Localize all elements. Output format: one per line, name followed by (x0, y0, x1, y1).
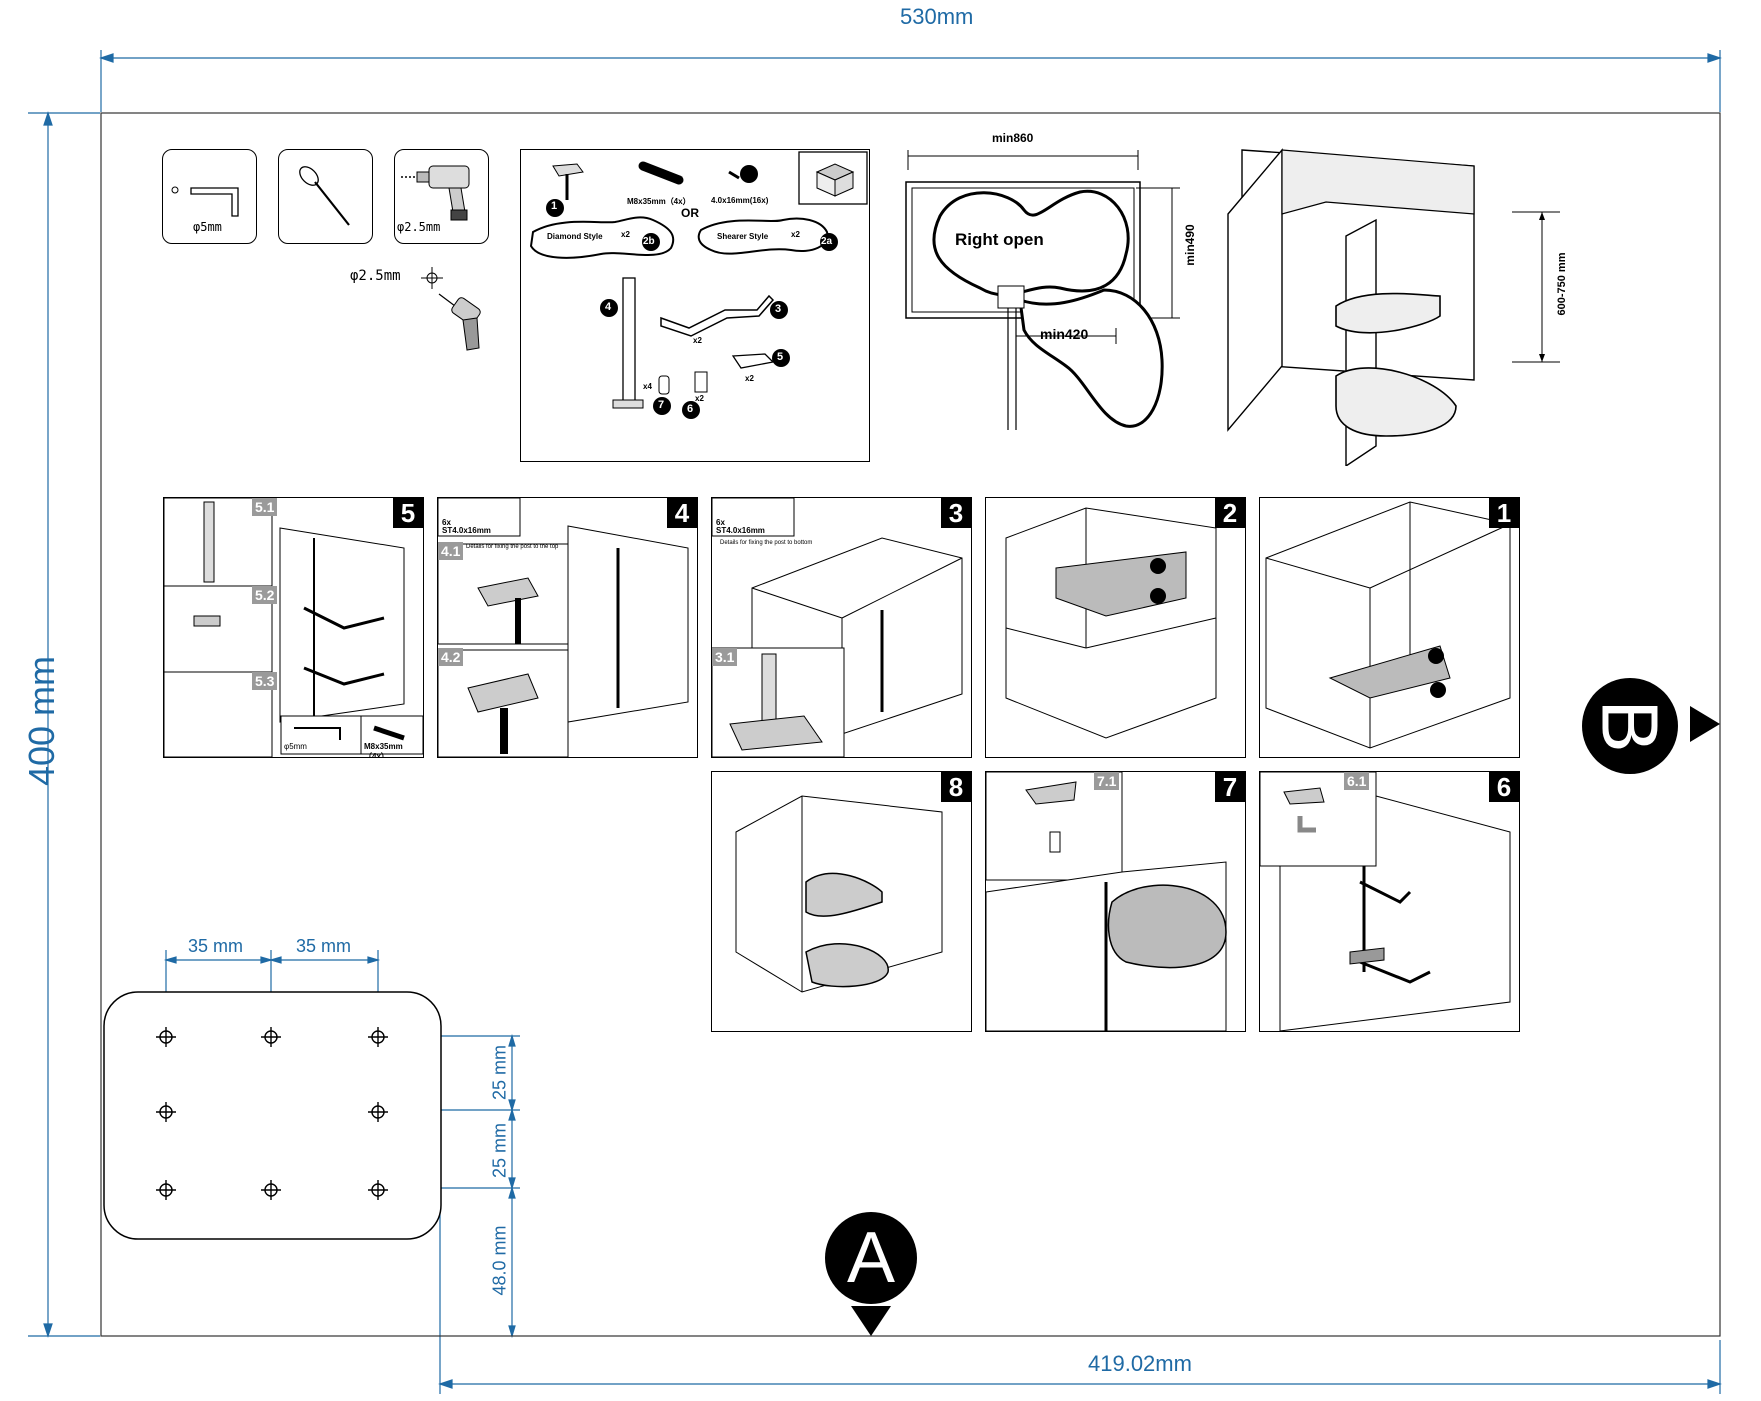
step-1-drawing (1265, 501, 1511, 749)
part-num-6: 6 (687, 403, 694, 415)
step-4-screw-count: 6x (442, 518, 451, 527)
min-depth-label: min490 (1183, 224, 1197, 266)
left-height-label: 400 mm (21, 655, 62, 787)
parts-drawing (529, 151, 868, 419)
parts-list-panel: 1 M8x35mm（4x） 4.0x16mm(16x) OR Diamond S… (520, 149, 870, 462)
step-4-2-tag: 4.2 (438, 648, 464, 666)
step-4-1-tag: 4.1 (438, 542, 464, 560)
tool-screwdriver-box (278, 149, 373, 244)
step-3-screw-type: ST4.0x16mm (716, 526, 765, 535)
step-6-1-tag: 6.1 (1344, 772, 1370, 790)
hole-spacing-y3: 48.0 mm (489, 1225, 510, 1296)
step-3-drawing (712, 498, 963, 757)
screwdriver-icon (299, 166, 350, 226)
part-num-7: 7 (658, 399, 665, 411)
marker-a-arrow (851, 1306, 891, 1336)
step-5-drawing (164, 498, 423, 757)
min-opening-label: min420 (1040, 326, 1089, 342)
cabinet-height-label: 600-750 mm (1556, 252, 1568, 316)
allen-key-icon (171, 186, 239, 217)
hole-spacing-y2: 25 mm (489, 1123, 510, 1179)
marker-b-arrow (1690, 706, 1720, 742)
step-2-number: 2 (1215, 498, 1245, 528)
marker-a-letter: A (846, 1218, 896, 1298)
hole-spacing-x1: 35 mm (188, 936, 244, 956)
step-1-panel: 1 (1259, 497, 1520, 758)
step-5-m8: M8x35mm（4x） (364, 742, 403, 758)
top-width-label: 530mm (900, 4, 974, 29)
drill-size: φ2.5mm (397, 220, 441, 234)
screw-m8-label: M8x35mm（4x） (627, 197, 691, 206)
part-num-2a: 2a (821, 236, 833, 247)
part-num-2b: 2b (643, 236, 655, 247)
step-1-number: 1 (1489, 498, 1519, 528)
bracket-qty: x2 (693, 336, 702, 345)
right-open-label: Right open (955, 230, 1044, 249)
drill-bit-size: φ2.5mm (350, 268, 401, 284)
step-6-drawing (1260, 772, 1511, 1031)
step-4-screw-type: ST4.0x16mm (442, 526, 491, 535)
hinge-qty: x2 (745, 374, 754, 383)
allen-key-size: φ5mm (193, 220, 222, 234)
hand-drill-icon (438, 293, 481, 351)
diamond-style-label: Diamond Style (547, 232, 603, 241)
step-7-panel: 7 7.1 (985, 771, 1246, 1032)
screw-small-label: 4.0x16mm(16x) (711, 196, 769, 205)
min-width-label: min860 (992, 131, 1034, 145)
step-4-detail: Details for fixing the post to the top (466, 544, 559, 550)
bottom-width-label: 419.02mm (1088, 1351, 1192, 1376)
cabinet-iso-drawing (1227, 148, 1475, 466)
step-8-panel: 8 (711, 771, 972, 1032)
step-4-panel: 4 4.1 4.2 6x ST4.0x16mm Details for fixi… (437, 497, 698, 758)
step-5-allen: φ5mm (284, 742, 307, 751)
layout-plan-drawing (905, 150, 1180, 430)
step-3-detail: Details for fixing the post to bottom (720, 540, 813, 546)
hole-spacing-x2: 35 mm (296, 936, 352, 956)
step-7-number: 7 (1215, 772, 1245, 802)
marker-b-letter: B (1585, 699, 1675, 753)
crosshair-icon (421, 267, 443, 289)
part-num-3: 3 (775, 303, 782, 315)
step-5-panel: 5 5.1 5.2 5.3 φ5mm M8x35mm（4x） (163, 497, 424, 758)
tool-drill-box: φ2.5mm (394, 149, 489, 244)
step-2-panel: 2 (985, 497, 1246, 758)
or-label: OR (681, 206, 699, 220)
cabinet-height-dim (1512, 211, 1560, 363)
step-5-2-tag: 5.2 (252, 586, 278, 604)
diamond-qty: x2 (621, 230, 630, 239)
step-4-number: 4 (667, 498, 697, 528)
step-8-drawing (735, 795, 943, 993)
part-num-4: 4 (605, 301, 612, 313)
shearer-qty: x2 (791, 230, 800, 239)
part-num-5: 5 (777, 351, 784, 363)
clip-qty: x2 (695, 394, 704, 403)
marker-a: A (825, 1212, 917, 1304)
hole-spacing-y1: 25 mm (489, 1045, 510, 1101)
step-6-number: 6 (1489, 772, 1519, 802)
insert-qty: x4 (643, 382, 652, 391)
tool-allen-key-box: φ5mm (162, 149, 257, 244)
drill-icon (401, 165, 470, 221)
part-num-1: 1 (551, 200, 558, 212)
step-6-panel: 6 6.1 (1259, 771, 1520, 1032)
step-7-1-tag: 7.1 (1094, 772, 1120, 790)
step-5-number: 5 (393, 498, 423, 528)
step-7-drawing (986, 772, 1227, 1031)
step-2-drawing (1005, 507, 1217, 739)
step-3-number: 3 (941, 498, 971, 528)
step-3-screw-count: 6x (716, 518, 725, 527)
step-3-panel: 3 3.1 6x ST4.0x16mm Details for fixing t… (711, 497, 972, 758)
step-8-number: 8 (941, 772, 971, 802)
step-5-3-tag: 5.3 (252, 672, 278, 690)
step-5-1-tag: 5.1 (252, 498, 278, 516)
marker-b: B (1582, 678, 1678, 774)
shearer-style-label: Shearer Style (717, 232, 769, 241)
step-4-drawing (438, 498, 689, 757)
step-3-1-tag: 3.1 (712, 648, 738, 666)
